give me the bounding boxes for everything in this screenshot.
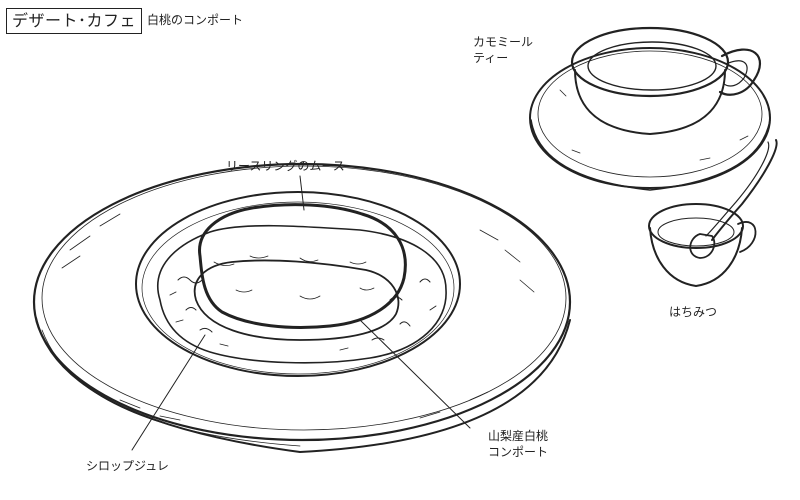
riesling-mousse (198, 203, 407, 329)
page-subtitle: 白桃のコンポート (147, 13, 244, 27)
chamomile-teacup (529, 26, 771, 191)
label-chamomile-line1: カモミール (473, 35, 534, 49)
label-syrup-jelly: シロップジュレ (86, 459, 169, 473)
leader-syrup (131, 334, 206, 451)
dessert-plate (32, 162, 572, 453)
label-chamomile-line2: ティー (473, 51, 509, 65)
page-title: デザート･カフェ (6, 8, 143, 34)
label-peach-line1: 山梨産白桃 (488, 429, 549, 443)
leader-lines (131, 175, 471, 451)
label-peach-line2: コンポート (488, 445, 549, 459)
leader-peach (359, 319, 471, 429)
honey-cup (648, 139, 778, 287)
label-honey: はちみつ (669, 305, 718, 319)
label-mousse: リースリングのムース (226, 159, 345, 173)
leader-mousse (299, 175, 305, 211)
